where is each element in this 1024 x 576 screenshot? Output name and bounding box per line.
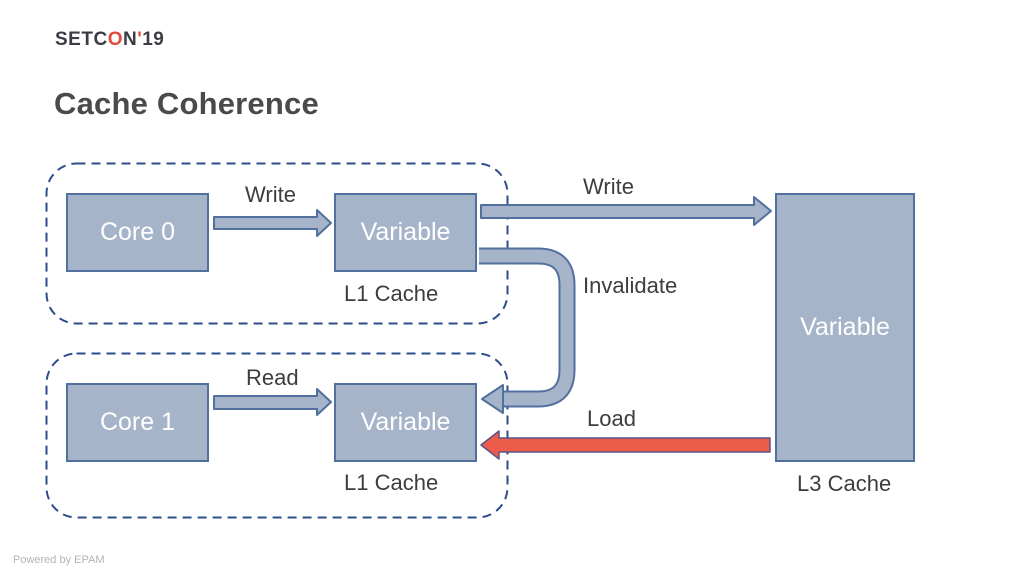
invalidate-arrow bbox=[479, 247, 576, 414]
invalidate-arrow-outline bbox=[479, 247, 576, 408]
load-arrow-label: Load bbox=[587, 406, 636, 431]
core1-l1-variable-box: Variable bbox=[334, 383, 477, 462]
logo-text-setc: SETC bbox=[55, 29, 108, 50]
read-arrow-label: Read bbox=[246, 365, 299, 390]
logo-apostrophe: ' bbox=[137, 29, 143, 50]
write-to-l3-arrow bbox=[480, 196, 772, 226]
core0-box: Core 0 bbox=[66, 193, 209, 272]
invalidate-arrowhead bbox=[481, 384, 504, 414]
core1-label: Core 1 bbox=[99, 408, 176, 436]
logo-o-mark: O bbox=[107, 29, 123, 50]
core0-l1-variable-box: Variable bbox=[334, 193, 477, 272]
l3-variable-box: Variable bbox=[775, 193, 915, 462]
core0-l1-cache-label: L1 Cache bbox=[344, 281, 439, 306]
setcon-logo: SETCON'19 bbox=[55, 29, 164, 51]
core1-variable-label: Variable bbox=[360, 408, 451, 436]
load-arrow bbox=[480, 430, 771, 460]
core1-box: Core 1 bbox=[66, 383, 209, 462]
core0-variable-label: Variable bbox=[360, 218, 451, 246]
l3-variable-label: Variable bbox=[800, 313, 890, 341]
core1-l1-cache-label: L1 Cache bbox=[344, 470, 439, 495]
write-to-l3-arrow-label: Write bbox=[583, 174, 634, 199]
read-arrow bbox=[213, 388, 332, 416]
slide-title: Cache Coherence bbox=[54, 86, 319, 121]
logo-year: 19 bbox=[142, 29, 165, 50]
core1-dashed-boundary bbox=[45, 352, 509, 519]
invalidate-arrow-label: Invalidate bbox=[583, 273, 678, 298]
invalidate-arrow-body bbox=[479, 249, 574, 406]
l3-cache-label: L3 Cache bbox=[797, 471, 892, 496]
write-arrow bbox=[213, 209, 332, 237]
logo-text-n: N bbox=[122, 29, 138, 50]
write-arrow-label: Write bbox=[245, 182, 296, 207]
core0-label: Core 0 bbox=[99, 218, 176, 246]
core0-dashed-boundary bbox=[45, 162, 509, 325]
footer-powered-by: Powered by EPAM bbox=[13, 554, 105, 566]
